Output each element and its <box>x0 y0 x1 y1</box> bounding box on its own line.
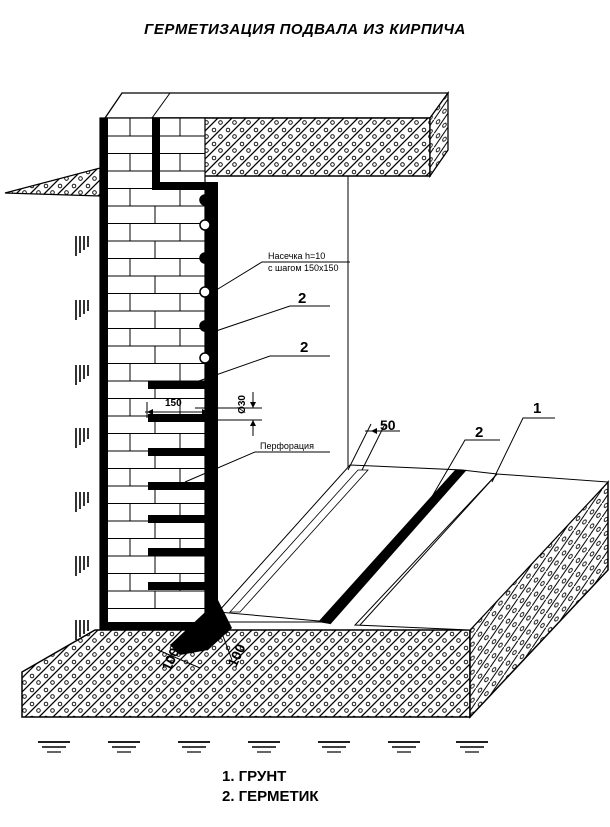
notch-dot <box>199 194 211 206</box>
callout-number-2b: 2 <box>300 339 308 356</box>
screed-strip-1 <box>229 469 369 613</box>
notch-dot <box>199 352 211 364</box>
perforation-bar <box>148 448 205 456</box>
perforation-bar <box>148 548 205 556</box>
notch-dots <box>199 194 211 364</box>
perforation-bar <box>148 582 205 590</box>
ground-symbol <box>38 741 70 753</box>
sealant-layer-wall <box>152 118 218 630</box>
dimension-150: 150 <box>165 398 182 409</box>
notch-label-line1: Насечка h=10 <box>268 251 325 261</box>
legend-item-soil: 1. ГРУНТ <box>222 768 286 785</box>
notch-dot <box>199 219 211 231</box>
callout-leaders <box>145 261 555 669</box>
ground-symbol <box>108 741 140 753</box>
corner-fillet <box>169 600 232 655</box>
floor-slab-top-face <box>103 92 450 119</box>
perforation-label: Перфорация <box>260 441 314 451</box>
notch-dot <box>199 252 211 264</box>
perforation-bar <box>148 381 205 389</box>
ground-symbol <box>388 741 420 753</box>
ground-slope <box>4 167 101 197</box>
ground-symbol <box>318 741 350 753</box>
perforation-bar <box>148 414 205 422</box>
brick-wall-bottom-edge <box>100 622 218 630</box>
ground-symbol <box>178 741 210 753</box>
floor-screed <box>216 464 498 626</box>
brick-wall <box>99 117 218 631</box>
sealant-strip <box>318 470 466 624</box>
brick-wall-left-edge <box>100 118 108 630</box>
ground-symbol <box>248 741 280 753</box>
floor-slab-side-face <box>429 90 449 179</box>
callout-number-1: 1 <box>533 400 541 417</box>
notch-dot <box>199 286 211 298</box>
foundation-front-face <box>21 629 471 718</box>
soil-ticks <box>75 236 89 640</box>
diagram-title: ГЕРМЕТИЗАЦИЯ ПОДВАЛА ИЗ КИРПИЧА <box>144 21 466 38</box>
notch-label-line2: с шагом 150x150 <box>268 263 339 273</box>
perforation-bar <box>148 482 205 490</box>
ground-hatch <box>38 741 488 753</box>
dimension-30: Ø30 <box>237 395 248 414</box>
notch-dot <box>199 320 211 332</box>
perforation-bar <box>148 515 205 523</box>
legend-item-sealant: 2. ГЕРМЕТИК <box>222 788 319 805</box>
perforation-bars <box>148 381 205 590</box>
ground-symbol <box>456 741 488 753</box>
callout-number-2c: 2 <box>475 424 483 441</box>
dimension-50: 50 <box>380 417 396 433</box>
legend: 1. ГРУНТ 2. ГЕРМЕТИК <box>222 768 319 805</box>
callout-number-2a: 2 <box>298 290 306 307</box>
